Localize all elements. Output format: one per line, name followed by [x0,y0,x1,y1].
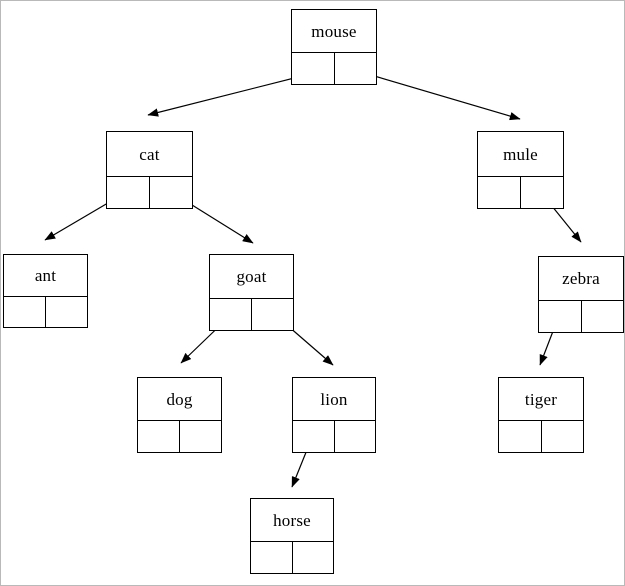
left-pointer-cell-cat[interactable] [107,177,150,208]
tree-node-label-cat: cat [107,132,192,177]
tree-node-label-ant: ant [4,255,87,297]
tree-node-pointers-ant [4,297,87,327]
tree-node-label-dog: dog [138,378,221,421]
left-pointer-cell-horse[interactable] [251,542,293,573]
tree-node-cat[interactable]: cat [106,131,193,209]
right-pointer-cell-dog[interactable] [180,421,221,452]
tree-node-ant[interactable]: ant [3,254,88,328]
tree-node-pointers-mouse [292,53,376,84]
tree-node-label-zebra: zebra [539,257,623,301]
tree-node-mule[interactable]: mule [477,131,564,209]
right-pointer-cell-mouse[interactable] [335,53,377,84]
tree-node-tiger[interactable]: tiger [498,377,584,453]
tree-node-pointers-dog [138,421,221,452]
right-pointer-cell-zebra[interactable] [582,301,624,332]
right-pointer-cell-lion[interactable] [335,421,376,452]
tree-node-label-lion: lion [293,378,375,421]
tree-node-pointers-zebra [539,301,623,332]
tree-node-label-horse: horse [251,499,333,542]
right-pointer-cell-cat[interactable] [150,177,192,208]
tree-node-zebra[interactable]: zebra [538,256,624,333]
tree-node-dog[interactable]: dog [137,377,222,453]
right-pointer-cell-horse[interactable] [293,542,334,573]
tree-node-label-mouse: mouse [292,10,376,53]
tree-node-mouse[interactable]: mouse [291,9,377,85]
tree-node-pointers-cat [107,177,192,208]
tree-node-goat[interactable]: goat [209,254,294,331]
right-pointer-cell-tiger[interactable] [542,421,584,452]
tree-node-pointers-mule [478,177,563,208]
left-pointer-cell-ant[interactable] [4,297,46,327]
tree-node-horse[interactable]: horse [250,498,334,574]
tree-node-label-mule: mule [478,132,563,177]
tree-node-pointers-tiger [499,421,583,452]
tree-node-label-goat: goat [210,255,293,299]
right-pointer-cell-goat[interactable] [252,299,293,330]
right-pointer-cell-ant[interactable] [46,297,87,327]
tree-node-lion[interactable]: lion [292,377,376,453]
left-pointer-cell-mouse[interactable] [292,53,335,84]
left-pointer-cell-goat[interactable] [210,299,252,330]
left-pointer-cell-lion[interactable] [293,421,335,452]
left-pointer-cell-dog[interactable] [138,421,180,452]
tree-node-pointers-lion [293,421,375,452]
left-pointer-cell-zebra[interactable] [539,301,582,332]
left-pointer-cell-tiger[interactable] [499,421,542,452]
tree-edge-mouse-right-mule [353,69,521,121]
left-pointer-cell-mule[interactable] [478,177,521,208]
tree-node-pointers-goat [210,299,293,330]
right-pointer-cell-mule[interactable] [521,177,563,208]
tree-node-pointers-horse [251,542,333,573]
tree-node-label-tiger: tiger [499,378,583,421]
